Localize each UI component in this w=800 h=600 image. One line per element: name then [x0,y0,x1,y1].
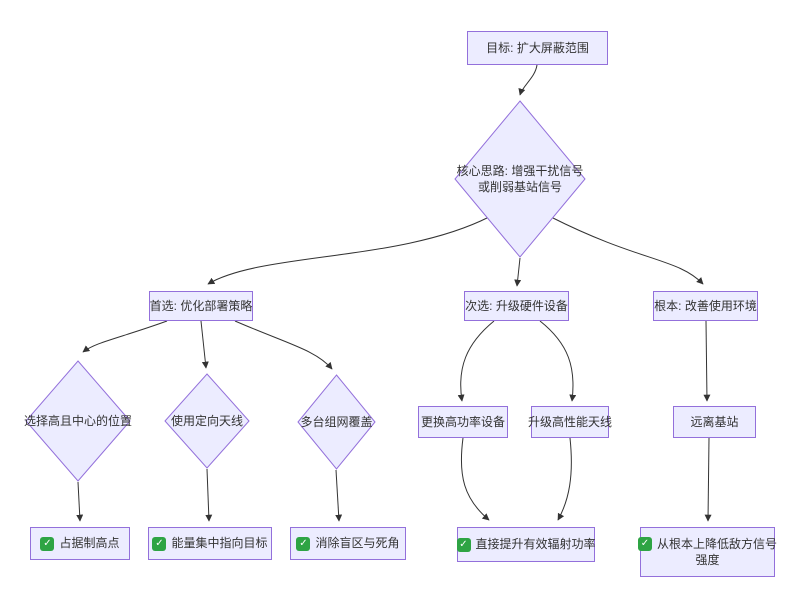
edge-network-result [335,469,343,522]
diamond-shape [164,373,250,469]
node-core-line2: 或削弱基站信号 [477,180,562,194]
edge-strategy-position [82,320,168,353]
node-strategy-label: 首选: 优化部署策略 [149,298,253,313]
edge-high-power-result [460,437,490,521]
node-hardware-label: 次选: 升级硬件设备 [465,298,568,313]
node-goal: 目标: 扩大屏蔽范围 [467,31,608,65]
edge-environment-far-base [703,320,711,402]
check-icon: ✓ [296,536,311,551]
edge-goal-core [518,64,538,96]
node-result-erp-label: 直接提升有效辐射功率 [475,537,596,552]
node-far-base-label: 远离基站 [690,414,739,429]
node-result-blind-label: 消除盲区与死角 [315,536,400,551]
node-result-weaken-line2: 强度 [695,553,720,567]
edge-strategy-dir-antenna [200,320,209,369]
edge-far-base-result [704,437,712,522]
edge-position-result [76,481,84,522]
node-dir-antenna-label: 使用定向天线 [170,413,243,428]
node-result-high-ground-label: 占据制高点 [59,536,120,551]
node-position-label: 选择高且中心的位置 [24,413,133,428]
node-result-blind: ✓ 消除盲区与死角 [290,527,406,560]
diamond-shape [25,360,131,482]
node-position: 选择高且中心的位置 [24,360,133,482]
node-dir-antenna: 使用定向天线 [164,373,250,469]
node-network-label: 多台组网覆盖 [300,414,373,429]
node-result-weaken-line1: 从根本上降低敌方信号 [657,536,778,551]
node-environment-label: 根本: 改善使用环境 [654,298,757,313]
edge-core-environment [550,216,704,285]
check-icon: ✓ [456,537,471,552]
node-result-energy-label: 能量集中指向目标 [171,536,268,551]
edge-dir-antenna-result [205,468,213,522]
node-hardware: 次选: 升级硬件设备 [464,291,569,321]
check-icon: ✓ [638,536,652,551]
node-core-decision: 核心思路: 增强干扰信号 或削弱基站信号 [454,100,586,258]
diamond-shape [454,100,586,258]
check-icon: ✓ [152,536,167,551]
diamond-shape [297,374,376,470]
node-goal-label: 目标: 扩大屏蔽范围 [486,40,589,55]
node-network: 多台组网覆盖 [297,374,376,470]
node-result-weaken: ✓ 从根本上降低敌方信号 强度 [638,527,778,577]
edge-hardware-perf-antenna [539,320,577,402]
node-result-high-ground: ✓ 占据制高点 [30,527,130,560]
edge-hardware-high-power [457,320,495,402]
node-environment: 根本: 改善使用环境 [653,291,758,321]
edge-core-hardware [514,257,522,287]
node-perf-antenna-label: 升级高性能天线 [528,414,613,429]
node-perf-antenna: 升级高性能天线 [528,406,613,438]
node-result-erp: ✓ 直接提升有效辐射功率 [456,527,596,562]
edge-strategy-network [234,320,333,370]
node-result-energy: ✓ 能量集中指向目标 [148,527,272,560]
check-icon: ✓ [40,536,55,551]
node-far-base: 远离基站 [673,406,756,438]
node-high-power-label: 更换高功率设备 [420,414,505,429]
node-core-line1: 核心思路: 增强干扰信号 [456,163,584,178]
node-strategy: 首选: 优化部署策略 [149,291,253,321]
node-high-power: 更换高功率设备 [418,406,508,438]
edge-perf-antenna-result [557,437,572,521]
edge-core-strategy [207,216,490,285]
